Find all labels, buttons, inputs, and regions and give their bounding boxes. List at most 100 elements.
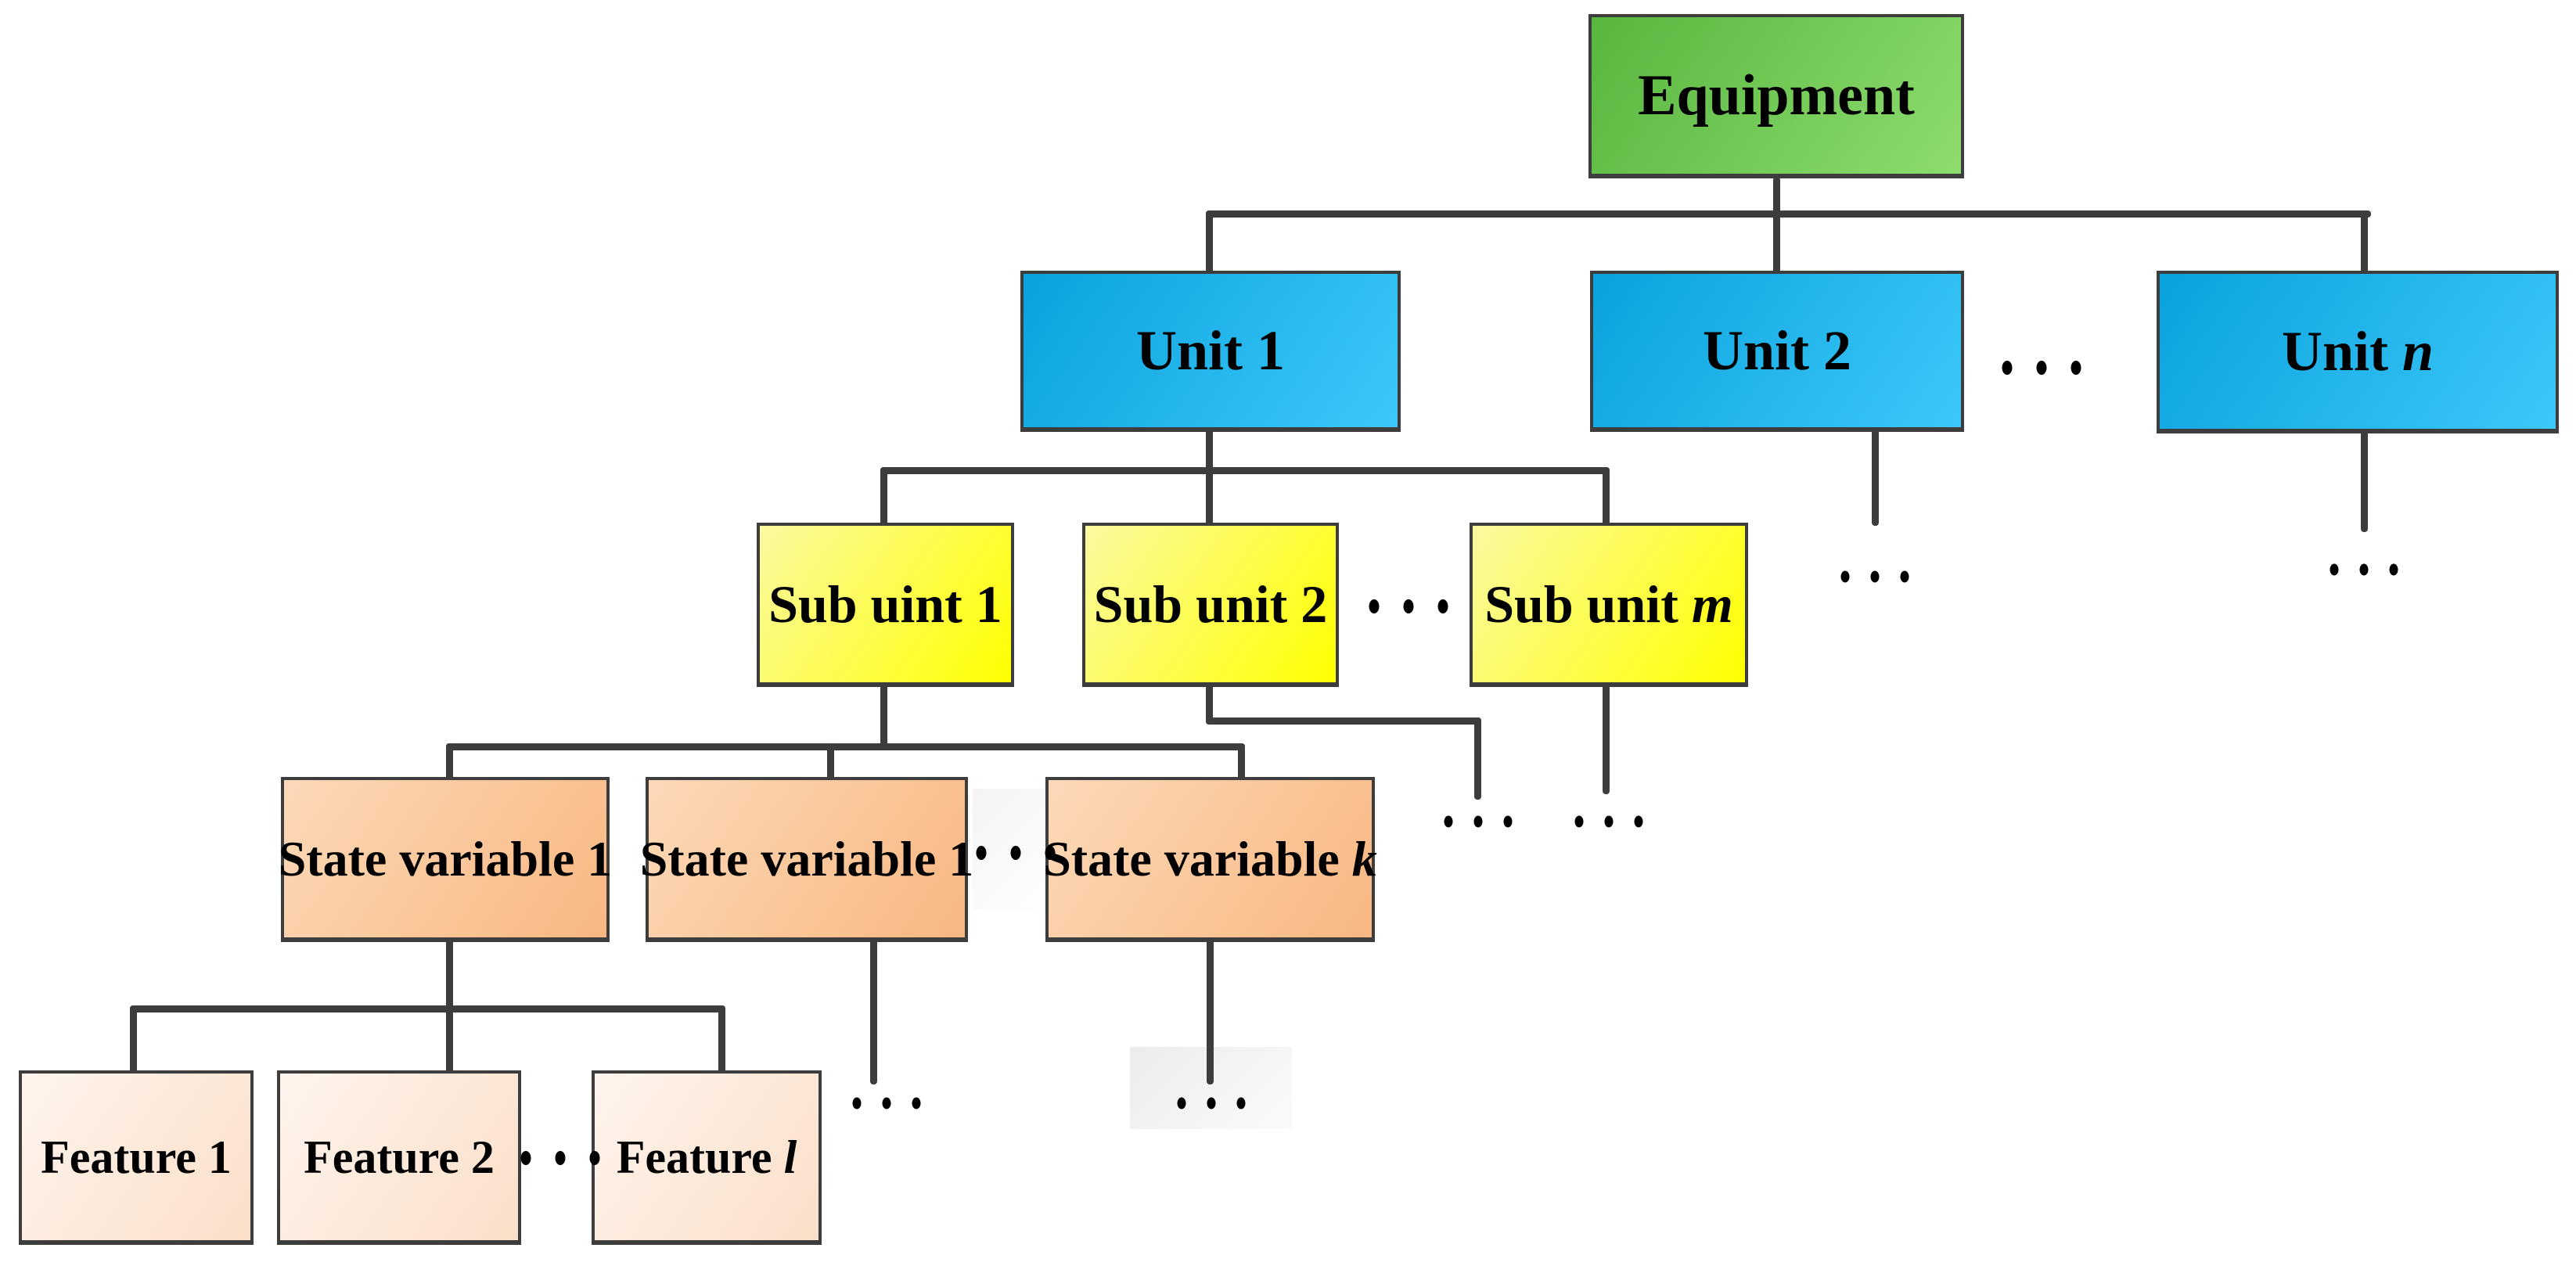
feature-1-box: Feature 1 bbox=[19, 1070, 254, 1245]
label-variable: k bbox=[1351, 830, 1377, 887]
label-variable: l bbox=[783, 1131, 797, 1183]
statevar-1-stub-line bbox=[446, 743, 453, 780]
ellipsis-dot bbox=[555, 1151, 566, 1165]
unit-2-dangle-line bbox=[1872, 429, 1879, 526]
statevar-2-dangle-line bbox=[870, 939, 877, 1084]
subunit-1-stub-line bbox=[880, 467, 887, 526]
subunits-gap-ellipsis bbox=[1369, 599, 1448, 613]
ellipsis-dot bbox=[1870, 570, 1880, 583]
feature-1-label: Feature 1 bbox=[41, 1134, 232, 1181]
unit-n-dangle-ellipsis bbox=[2330, 563, 2398, 576]
label-text: Sub uint 1 bbox=[768, 574, 1002, 634]
statevar-1-box: State variable 1 bbox=[278, 777, 613, 942]
ellipsis-dot bbox=[2036, 361, 2047, 375]
ellipsis-dot bbox=[1369, 599, 1380, 613]
subunits-bus-line bbox=[880, 467, 1610, 474]
unit-n-label: Unit n bbox=[2282, 323, 2434, 379]
statevars-bus-line bbox=[446, 743, 1245, 750]
statevar-1-label: State variable 1 bbox=[278, 830, 613, 887]
statevar-2-label: State variable 1 bbox=[639, 830, 974, 887]
label-text: Feature 2 bbox=[304, 1131, 495, 1183]
ellipsis-dot bbox=[2389, 563, 2398, 576]
label-text: Unit bbox=[2281, 320, 2402, 383]
label-text: Feature bbox=[616, 1131, 784, 1183]
ellipsis-dot bbox=[1574, 815, 1584, 828]
ellipsis-dot bbox=[852, 1097, 862, 1110]
label-variable: n bbox=[2402, 320, 2434, 383]
ellipsis-dot bbox=[1207, 1097, 1216, 1110]
subunit-2-label: Sub unit 2 bbox=[1094, 577, 1328, 631]
unit-n-box: Unit n bbox=[2157, 271, 2559, 433]
unit-1-box: Unit 1 bbox=[1020, 271, 1401, 432]
label-text: Feature 1 bbox=[41, 1131, 232, 1183]
ellipsis-dot bbox=[1840, 570, 1850, 583]
ellipsis-dot bbox=[1900, 570, 1909, 583]
statevar-2-stub-line bbox=[827, 743, 834, 780]
feature-2-label: Feature 2 bbox=[304, 1134, 495, 1181]
label-text: Equipment bbox=[1638, 63, 1915, 128]
subunit-m-dangle-line bbox=[1603, 684, 1610, 794]
ellipsis-dot bbox=[1236, 1097, 1246, 1110]
feature-2-box: Feature 2 bbox=[277, 1070, 521, 1245]
ellipsis-dot bbox=[1010, 846, 1021, 860]
ellipsis-dot bbox=[1045, 846, 1056, 860]
subunit-2-dangle-ellipsis bbox=[1444, 815, 1513, 828]
equipment-label: Equipment bbox=[1638, 67, 1915, 124]
statevars-gap-ellipsis bbox=[976, 846, 1056, 860]
unit-1-to-subunit-2-line bbox=[1206, 429, 1213, 526]
ellipsis-dot bbox=[1444, 815, 1453, 828]
unit-2-label: Unit 2 bbox=[1703, 322, 1851, 379]
unit-1-riser-line bbox=[1206, 210, 1213, 274]
subunit-2-box: Sub unit 2 bbox=[1082, 523, 1339, 687]
label-variable: m bbox=[1691, 574, 1733, 634]
label-text: State variable 1 bbox=[639, 830, 974, 887]
subunit-m-label: Sub unit m bbox=[1484, 577, 1733, 631]
statevar-2-box: State variable 1 bbox=[640, 777, 973, 942]
statevar-k-dangle-ellipsis bbox=[1177, 1097, 1246, 1110]
equipment-box: Equipment bbox=[1588, 14, 1964, 178]
subunit-2-elbow-drop-line bbox=[1474, 718, 1481, 800]
ellipsis-dot bbox=[2330, 563, 2339, 576]
label-text: Sub unit 2 bbox=[1093, 574, 1328, 634]
subunit-m-dangle-ellipsis bbox=[1574, 815, 1643, 828]
ellipsis-dot bbox=[1473, 815, 1483, 828]
ellipsis-dot bbox=[1177, 1097, 1186, 1110]
units-bus-line bbox=[1206, 210, 2371, 218]
features-gap-ellipsis bbox=[520, 1151, 600, 1165]
label-text: State variable bbox=[1043, 830, 1352, 887]
label-text: Sub unit bbox=[1484, 574, 1692, 634]
unit-n-dangle-line bbox=[2361, 429, 2368, 532]
unit-1-label: Unit 1 bbox=[1136, 322, 1285, 379]
ellipsis-dot bbox=[882, 1097, 891, 1110]
ellipsis-dot bbox=[1437, 599, 1448, 613]
subunit-1-drop-line bbox=[880, 684, 887, 750]
equipment-to-unit-2-line bbox=[1773, 177, 1780, 274]
unit-n-riser-line bbox=[2361, 210, 2368, 274]
feature-1-stub-line bbox=[130, 1005, 137, 1074]
statevar-k-box: State variable k bbox=[1043, 777, 1377, 942]
ellipsis-dot bbox=[1634, 815, 1643, 828]
feature-l-label: Feature l bbox=[617, 1134, 797, 1181]
ellipsis-dot bbox=[1604, 815, 1614, 828]
ellipsis-dot bbox=[2002, 361, 2013, 375]
subunit-2-elbow-down-line bbox=[1206, 684, 1213, 725]
ellipsis-dot bbox=[520, 1151, 531, 1165]
statevar-k-label: State variable k bbox=[1043, 830, 1377, 887]
statevar-2-dangle-ellipsis bbox=[852, 1097, 921, 1110]
subunit-2-elbow-across-line bbox=[1206, 718, 1481, 725]
label-text: State variable 1 bbox=[278, 830, 613, 887]
ellipsis-dot bbox=[976, 846, 987, 860]
ellipsis-dot bbox=[2359, 563, 2369, 576]
label-text: Unit 2 bbox=[1702, 319, 1852, 382]
feature-l-box: Feature l bbox=[592, 1070, 822, 1245]
ellipsis-dot bbox=[589, 1151, 600, 1165]
features-bus-line bbox=[130, 1005, 725, 1012]
subunit-1-box: Sub uint 1 bbox=[757, 523, 1014, 687]
unit-2-dangle-ellipsis bbox=[1840, 570, 1909, 583]
subunit-m-box: Sub unit m bbox=[1470, 523, 1748, 687]
subunit-1-label: Sub uint 1 bbox=[768, 577, 1002, 631]
